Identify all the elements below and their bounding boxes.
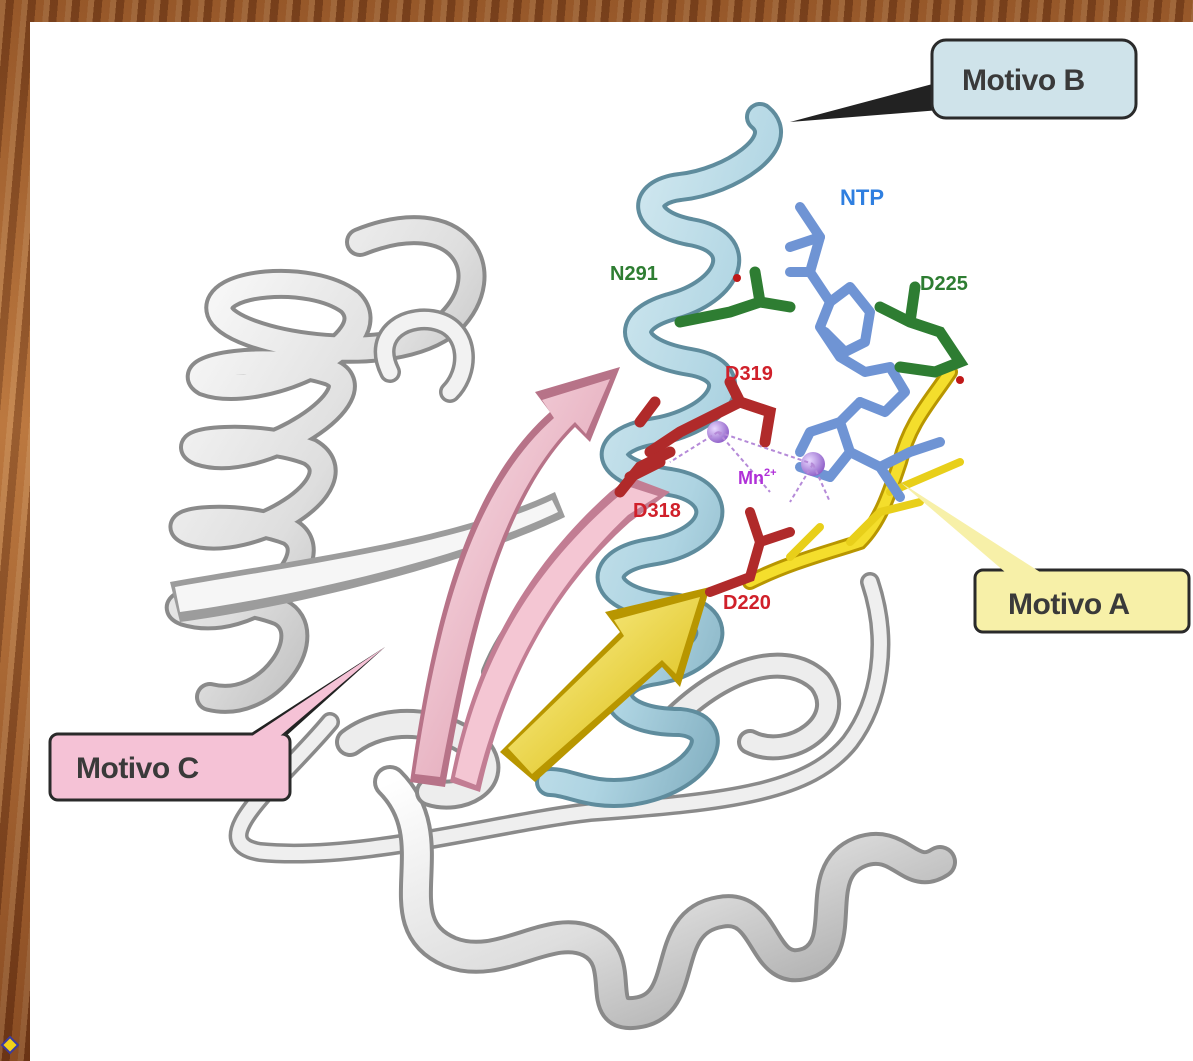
- figure-panel: NTP N291 D225 D319 Mn2+ D318 D220 Motivo…: [30, 22, 1193, 1061]
- label-d319: D319: [725, 363, 773, 385]
- label-mn-symbol: Mn: [738, 468, 764, 488]
- protein-structure-diagram: NTP N291 D225 D319 Mn2+ D318 D220 Motivo…: [30, 22, 1193, 1061]
- grey-helix-left: [180, 230, 472, 699]
- label-mn-charge: 2+: [764, 467, 777, 479]
- label-ntp: NTP: [840, 185, 884, 210]
- label-mn: Mn2+: [738, 467, 777, 488]
- label-d220: D220: [723, 592, 771, 614]
- water-dot-1: [733, 274, 741, 282]
- label-d225: D225: [920, 273, 968, 295]
- slide-nav-icon[interactable]: [0, 1035, 20, 1055]
- callout-motif-b: Motivo B: [790, 40, 1136, 122]
- residue-d225: [880, 287, 960, 372]
- callout-motif-c-label: Motivo C: [76, 752, 199, 785]
- water-dot-2: [956, 376, 964, 384]
- callout-motif-b-label: Motivo B: [962, 64, 1085, 97]
- callout-motif-a-label: Motivo A: [1008, 588, 1130, 621]
- callout-motif-a: Motivo A: [900, 482, 1189, 632]
- label-n291: N291: [610, 263, 658, 285]
- label-d318: D318: [633, 500, 681, 522]
